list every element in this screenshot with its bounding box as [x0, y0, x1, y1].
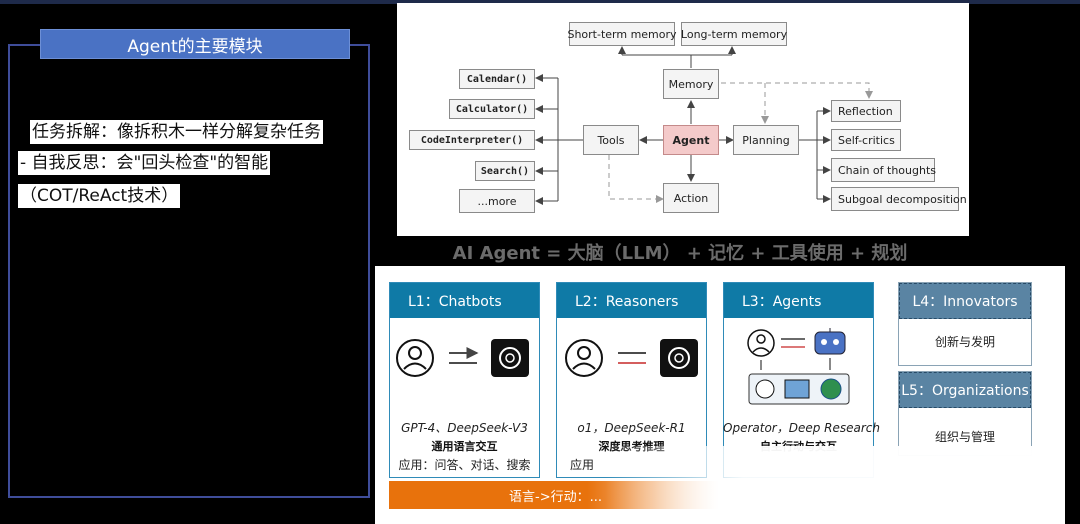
fade-overlay: [605, 446, 1065, 524]
l3-agent-graphic: [747, 328, 850, 405]
level-l4-card: L4：Innovators 创新与发明: [898, 282, 1032, 366]
l2-user-reasoner-graphic: [565, 339, 698, 377]
tools-node: Tools: [583, 125, 639, 155]
computer-icon: [784, 379, 810, 399]
planning-chain-of-thoughts: Chain of thoughts: [831, 158, 936, 182]
tool-calculator: Calculator(): [449, 99, 535, 119]
tool-search: Search(): [475, 161, 535, 181]
robot-icon: [814, 331, 846, 355]
level-l2-title: L2：Reasoners: [557, 283, 706, 318]
level-l1-card: L1：Chatbots: [389, 282, 540, 478]
agent-modules-panel: [8, 44, 370, 498]
chatgpt-icon: [491, 339, 529, 377]
memory-node: Memory: [663, 69, 719, 99]
agent-node: Agent: [663, 125, 719, 155]
bullet-cot-react: （COT/ReAct技术）: [18, 184, 181, 208]
agent-levels-panel: L1：Chatbots GPT-4、DeepSeek-V3 通用语言交互 应用：…: [375, 266, 1065, 524]
l1-description: 通用语言交互: [431, 440, 498, 453]
planning-reflection: Reflection: [831, 100, 901, 122]
web-icon: [755, 379, 775, 399]
planning-subgoal-decomposition: Subgoal decomposition: [831, 187, 967, 211]
planning-node: Planning: [733, 125, 799, 155]
tool-calendar: Calendar(): [459, 69, 535, 89]
action-node: Action: [663, 183, 719, 213]
long-term-memory-node: Long-term memory: [681, 22, 787, 46]
top-border: [0, 0, 1080, 4]
diagram-connectors: [535, 46, 873, 205]
level-l2-card: L2：Reasoners: [556, 282, 707, 478]
level-l5-title: L5：Organizations: [899, 372, 1031, 408]
l2-models: o1，DeepSeek-R1: [577, 421, 686, 435]
agent-formula: AI Agent = 大脑（LLM） + 记忆 + 工具使用 + 规划: [452, 243, 908, 264]
globe-icon: [820, 378, 842, 400]
tool-more: ...more: [459, 189, 535, 213]
short-term-memory-node: Short-term memory: [567, 22, 677, 46]
tool-code-interpreter: CodeInterpreter(): [409, 130, 535, 150]
agent-architecture-diagram: Short-term memory Long-term memory Memor…: [397, 3, 969, 236]
l3-models: Operator，Deep Research: [723, 421, 880, 435]
l4-description: 创新与发明: [934, 335, 995, 349]
bullet-task-decomposition: 任务拆解：像拆积木一样分解复杂任务: [30, 120, 323, 144]
panel-title: Agent的主要模块: [40, 29, 350, 59]
level-l5-card: L5：Organizations 组织与管理: [898, 371, 1032, 456]
l1-applications: 应用：问答、对话、搜索: [398, 458, 531, 472]
level-l4-title: L4：Innovators: [899, 283, 1031, 319]
level-l1-title: L1：Chatbots: [390, 283, 539, 318]
l1-models: GPT-4、DeepSeek-V3: [401, 421, 528, 435]
bullet-self-reflection: - 自我反思：会"回头检查"的智能: [18, 151, 271, 175]
chatgpt-icon: [660, 339, 698, 377]
planning-self-critics: Self-critics: [831, 129, 901, 151]
l5-description: 组织与管理: [934, 430, 995, 444]
level-l3-title: L3：Agents: [724, 283, 873, 318]
l2-applications: 应用: [570, 458, 595, 472]
l1-user-chatbot-graphic: [396, 339, 529, 377]
